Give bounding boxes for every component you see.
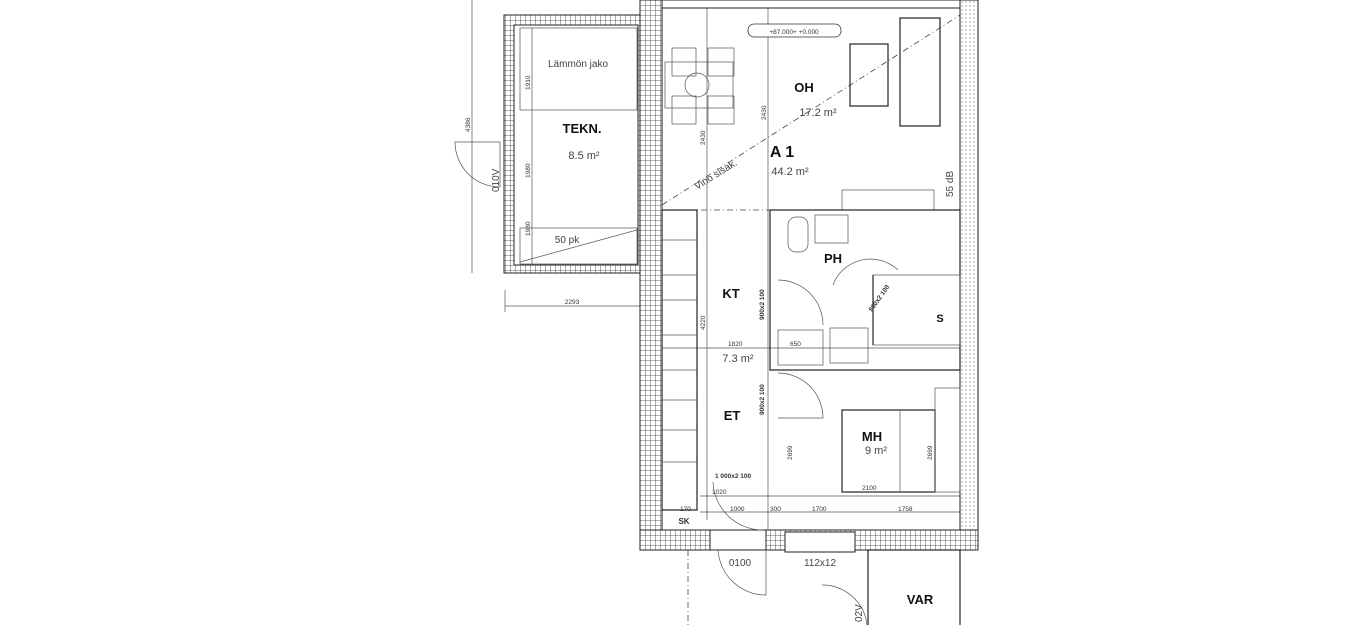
- room-mh-area: 9 m²: [865, 445, 887, 457]
- sound-note: 55 dB: [945, 171, 956, 197]
- door-entry-code: 0100: [729, 558, 752, 569]
- dim-kt-w: 1820: [728, 341, 743, 348]
- window-code: 112x12: [804, 558, 837, 569]
- dim-bed-w: 2100: [862, 485, 877, 492]
- dim-tekn-h3: 1980: [525, 221, 532, 236]
- door-left-code: 010V: [491, 168, 502, 192]
- dimension-labels: 2293 1910 1980 1980 4386 2430 2430 4220 …: [465, 75, 934, 513]
- dim-door-et2: 900x2 100: [759, 384, 766, 415]
- room-mh-label: MH: [862, 429, 882, 444]
- room-tekn-label: TEKN.: [563, 121, 602, 136]
- room-oh-area: 17.2 m²: [799, 107, 837, 119]
- furniture: [661, 17, 961, 625]
- dimension-lines: [471, 0, 960, 540]
- dim-door-et: 1 000x2 100: [715, 473, 752, 480]
- room-s-label: S: [936, 313, 943, 325]
- dim-b1: 170: [680, 506, 691, 513]
- door-var-code: 02V: [854, 604, 865, 622]
- room-ph-label: PH: [824, 251, 842, 266]
- apartment-area: 44.2 m²: [771, 166, 809, 178]
- dim-tekn-h1: 1910: [525, 75, 532, 90]
- dim-kt-h: 4220: [700, 315, 707, 330]
- dim-door-ph: 800x2 100: [868, 284, 892, 313]
- room-oh-label: OH: [794, 80, 814, 95]
- slope-note: Vino sisak.: [693, 158, 740, 193]
- cabinet-note: 50 pk: [555, 235, 580, 246]
- dim-tekn-h2: 1980: [525, 163, 532, 178]
- tekn-room: [454, 14, 647, 274]
- dim-b6: 1020: [712, 489, 727, 496]
- apartment-name: A 1: [770, 144, 794, 161]
- room-sk-label: SK: [678, 517, 689, 526]
- dim-mh-h1: 2699: [787, 445, 794, 460]
- room-tekn-area: 8.5 m²: [568, 150, 600, 162]
- room-et-label: ET: [724, 408, 741, 423]
- dim-oh-h2: 2430: [761, 105, 768, 120]
- room-kt-area: 7.3 m²: [722, 353, 754, 365]
- dim-ph-w: 650: [790, 341, 801, 348]
- room-kt-label: KT: [722, 286, 739, 301]
- dim-outer-left: 4386: [465, 117, 472, 132]
- room-tekn-note: Lämmön jako: [548, 59, 608, 70]
- dim-mh-h2: 2699: [927, 445, 934, 460]
- dim-b2: 1000: [730, 506, 745, 513]
- dim-door-kt: 900x2 100: [759, 289, 766, 320]
- door-swing: [454, 141, 501, 188]
- level-tag-box: [747, 23, 842, 38]
- dim-tekn-width: 2293: [565, 299, 580, 306]
- dim-b5: 1758: [898, 506, 913, 513]
- dim-b3: 300: [770, 506, 781, 513]
- dim-oh-h1: 2430: [700, 130, 707, 145]
- level-tag: +87.000+ +0.000: [769, 29, 819, 36]
- dim-b4: 1700: [812, 506, 827, 513]
- room-var-label: VAR: [907, 592, 934, 607]
